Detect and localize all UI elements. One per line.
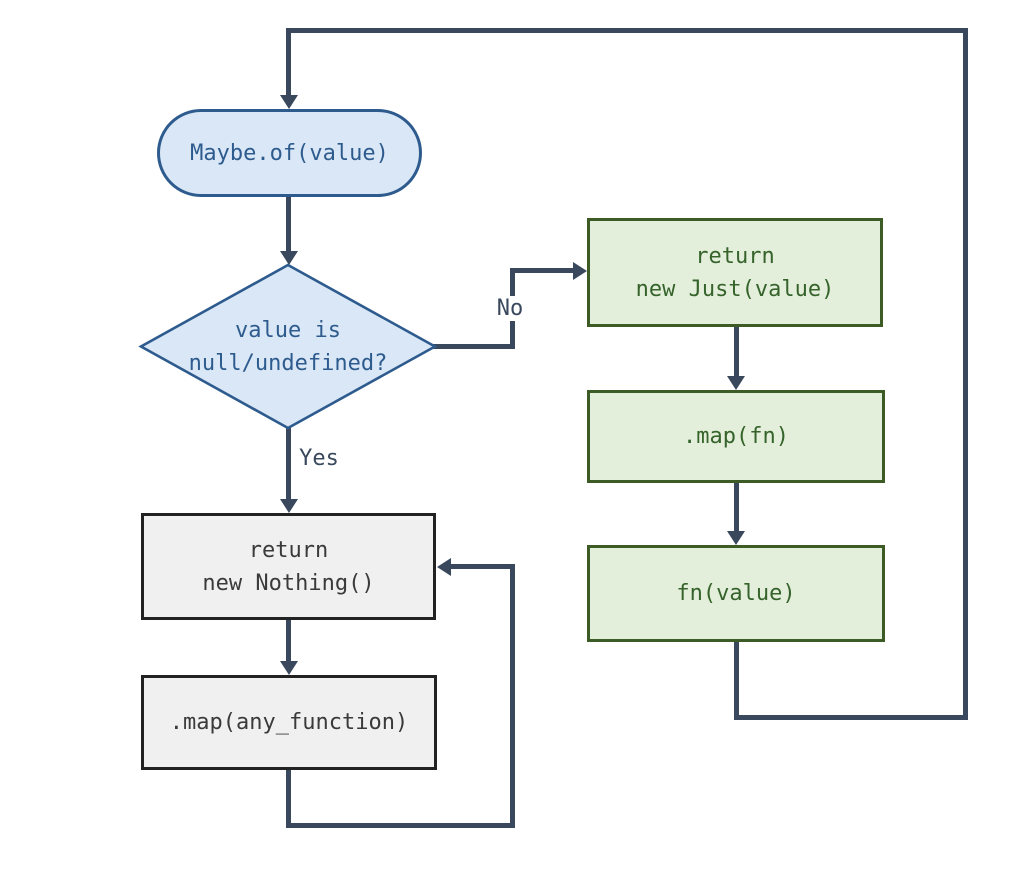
yes-label: Yes	[297, 446, 341, 471]
edge-nothing-loop-bottom	[286, 823, 515, 828]
start-node: Maybe.of(value)	[157, 109, 422, 197]
edge-just-to-mapfn	[734, 327, 739, 377]
edge-yes-branch	[286, 426, 291, 500]
start-node-label: Maybe.of(value)	[190, 140, 389, 166]
edge-mapfn-to-fnvalue	[734, 483, 739, 532]
edge-nothing-loop-right	[510, 564, 515, 828]
decision-node: value is null/undefined?	[138, 263, 438, 430]
edge-no-branch-h1	[430, 344, 515, 349]
arrowhead-into-decision	[280, 251, 298, 265]
decision-shape	[138, 263, 438, 430]
arrowhead-into-mapany	[280, 661, 298, 675]
edge-loop-right	[963, 28, 968, 720]
map-fn-node: .map(fn)	[587, 390, 885, 483]
edge-no-branch-h2	[510, 268, 573, 273]
edge-nothing-loop-top	[451, 564, 515, 569]
edge-fnvalue-down	[734, 642, 739, 717]
decision-node-label: value is null/undefined?	[188, 317, 388, 376]
no-label: No	[487, 296, 533, 321]
edge-start-to-decision	[286, 197, 291, 252]
edge-loop-into-start	[286, 28, 291, 97]
edge-loop-bottom	[734, 715, 968, 720]
map-any-function-node: .map(any_function)	[141, 675, 437, 770]
fn-value-node: fn(value)	[587, 545, 885, 642]
arrowhead-into-nothing	[280, 499, 298, 513]
edge-nothing-to-mapany	[286, 620, 291, 662]
arrowhead-into-start	[280, 95, 298, 109]
arrowhead-into-mapfn	[727, 376, 745, 390]
arrowhead-into-just	[573, 262, 587, 280]
nothing-node: return new Nothing()	[141, 513, 436, 620]
arrowhead-into-nothing-side	[437, 558, 451, 576]
arrowhead-into-fnvalue	[727, 531, 745, 545]
just-node: return new Just(value)	[587, 218, 883, 327]
edge-loop-top	[286, 28, 968, 33]
edge-mapany-down	[286, 770, 291, 828]
